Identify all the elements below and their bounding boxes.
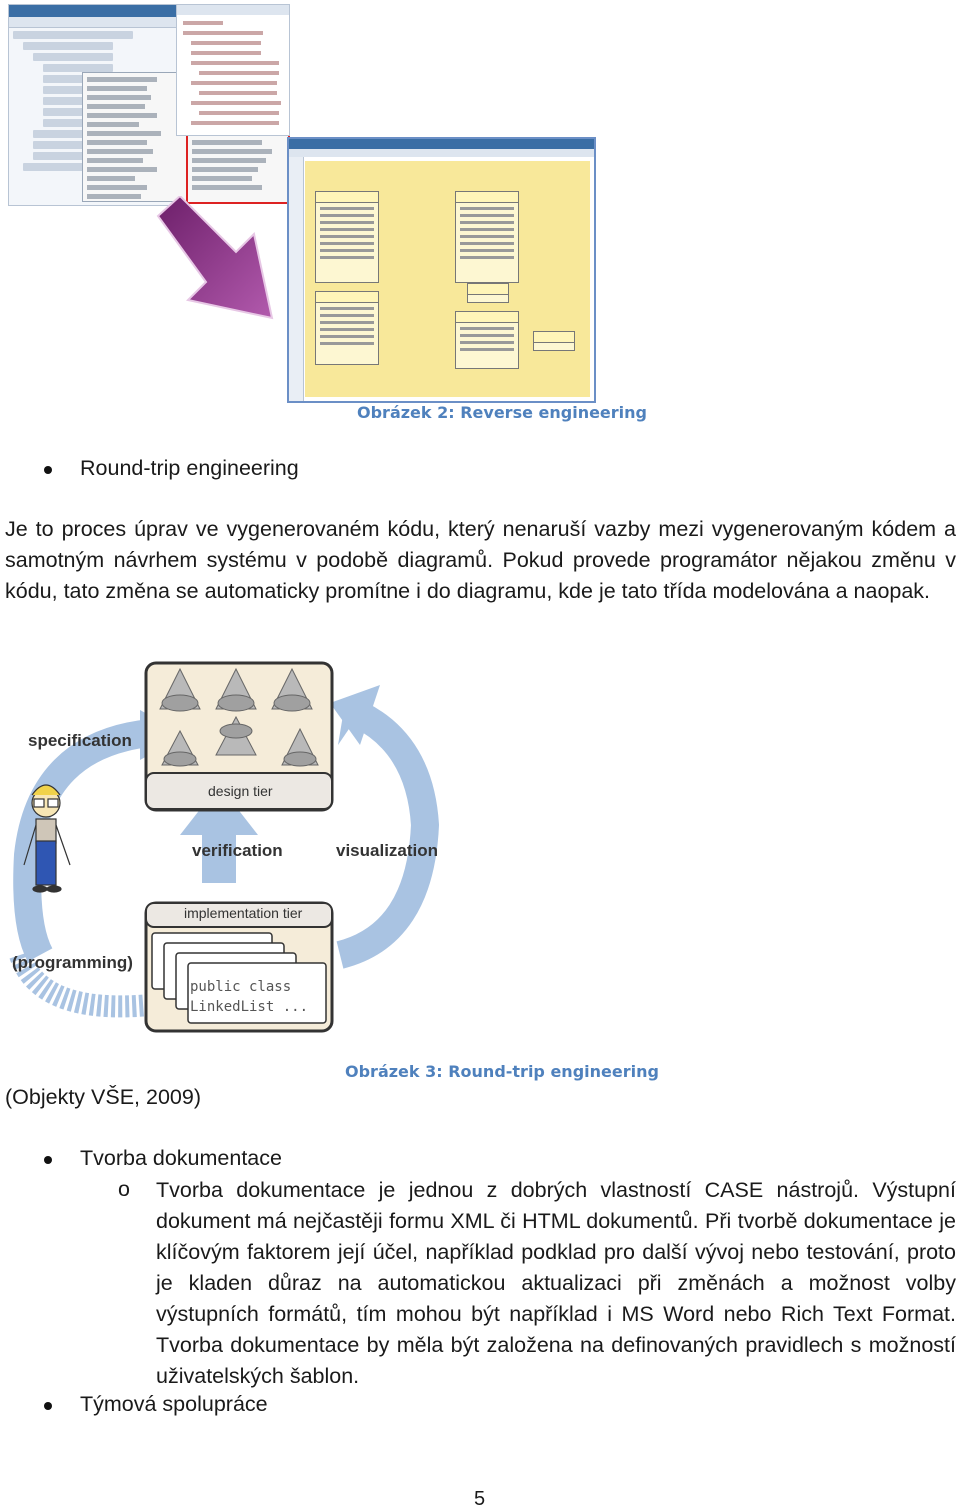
context-menu-image [82, 72, 188, 202]
label-visualization: visualization [336, 841, 439, 860]
bullet-marker [44, 1402, 52, 1410]
page-number: 5 [474, 1488, 486, 1510]
bullet-marker [44, 1156, 52, 1164]
figure3-caption: Obrázek 3: Round-trip engineering [345, 1062, 659, 1081]
figure2-caption: Obrázek 2: Reverse engineering [357, 403, 647, 422]
paragraph-round-trip: Je to proces úprav ve vygenerovaném kódu… [5, 517, 956, 603]
bullet-tvorba-dokumentace: Tvorba dokumentace [80, 1146, 282, 1170]
bullet-marker [44, 466, 52, 474]
arrow-right-down-icon [156, 196, 274, 320]
code-editor-image [176, 4, 290, 136]
figure-round-trip-engineering: specification design tier verification v… [0, 655, 460, 1040]
label-programming: (programming) [12, 953, 133, 972]
bullet-round-trip-engineering: Round-trip engineering [80, 456, 299, 480]
round-trip-diagram-graphics [9, 661, 440, 1033]
label-implementation-tier: implementation tier [184, 905, 303, 921]
label-design-tier: design tier [208, 783, 273, 799]
label-verification: verification [192, 841, 283, 860]
bullet-tymova-spoluprace: Týmová spolupráce [80, 1392, 268, 1416]
sub-bullet-marker: o [118, 1177, 130, 1201]
label-specification: specification [28, 731, 132, 750]
code-snippet-line2: LinkedList ... [190, 999, 309, 1015]
figure3-source: (Objekty VŠE, 2009) [5, 1085, 201, 1109]
vp-uml-submenu-image [186, 134, 290, 204]
sub-bullet-text: Tvorba dokumentace je jednou z dobrých v… [156, 1178, 956, 1388]
developer-figure [23, 784, 71, 893]
uml-class-diagram-image [287, 137, 596, 403]
figure-reverse-engineering [0, 0, 620, 403]
code-snippet-line1: public class [190, 979, 292, 995]
